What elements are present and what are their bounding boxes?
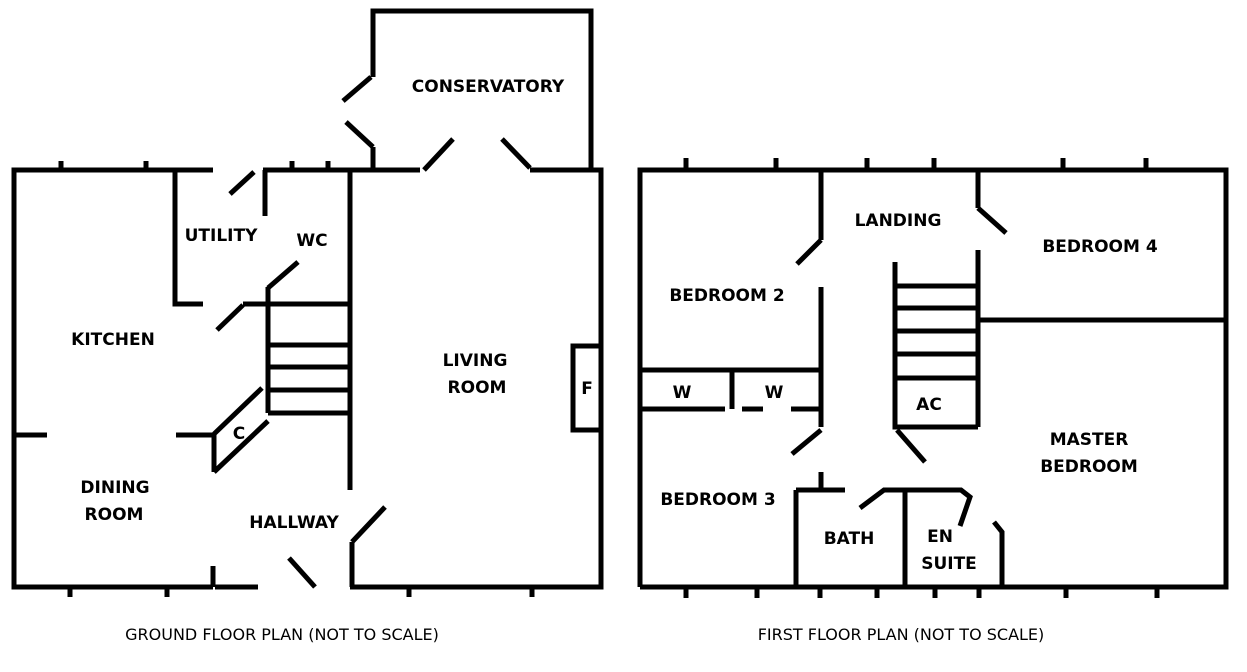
room-label-wc: WC [296, 231, 327, 251]
room-label-en-suite-line2: SUITE [921, 554, 977, 574]
ground-floor-plan: CONSERVATORY UTILITY WC KITCHEN LIVING R… [11, 8, 604, 644]
room-label-fireplace: F [581, 379, 593, 399]
room-label-bath: BATH [824, 529, 875, 549]
room-label-living-line2: ROOM [448, 378, 507, 398]
ground-floor-room-labels: CONSERVATORY UTILITY WC KITCHEN LIVING R… [71, 77, 593, 533]
room-label-master-line2: BEDROOM [1040, 457, 1138, 477]
room-label-bedroom-4: BEDROOM 4 [1042, 237, 1158, 257]
ground-floor-walls [11, 8, 604, 597]
room-label-en-suite-line1: EN [927, 527, 953, 547]
room-label-conservatory: CONSERVATORY [412, 77, 565, 97]
first-floor-plan: LANDING BEDROOM 4 BEDROOM 2 W W AC MASTE… [637, 158, 1229, 644]
room-label-dining-line2: ROOM [85, 505, 144, 525]
room-label-airing-cupboard: AC [916, 395, 942, 415]
room-label-wardrobe-2: W [765, 383, 784, 403]
first-floor-caption: FIRST FLOOR PLAN (NOT TO SCALE) [758, 625, 1045, 644]
first-floor-walls [637, 158, 1229, 598]
room-label-kitchen: KITCHEN [71, 330, 155, 350]
room-label-bedroom-3: BEDROOM 3 [660, 490, 775, 510]
room-label-living-line1: LIVING [443, 351, 508, 371]
room-label-landing: LANDING [855, 211, 942, 231]
room-label-master-line1: MASTER [1050, 430, 1129, 450]
room-label-wardrobe-1: W [673, 383, 692, 403]
room-label-cupboard: C [233, 424, 245, 444]
first-floor-room-labels: LANDING BEDROOM 4 BEDROOM 2 W W AC MASTE… [660, 211, 1158, 574]
room-label-dining-line1: DINING [80, 478, 149, 498]
ground-floor-caption: GROUND FLOOR PLAN (NOT TO SCALE) [125, 625, 439, 644]
room-label-bedroom-2: BEDROOM 2 [669, 286, 784, 306]
room-label-utility: UTILITY [185, 226, 258, 246]
room-label-hallway: HALLWAY [249, 513, 339, 533]
